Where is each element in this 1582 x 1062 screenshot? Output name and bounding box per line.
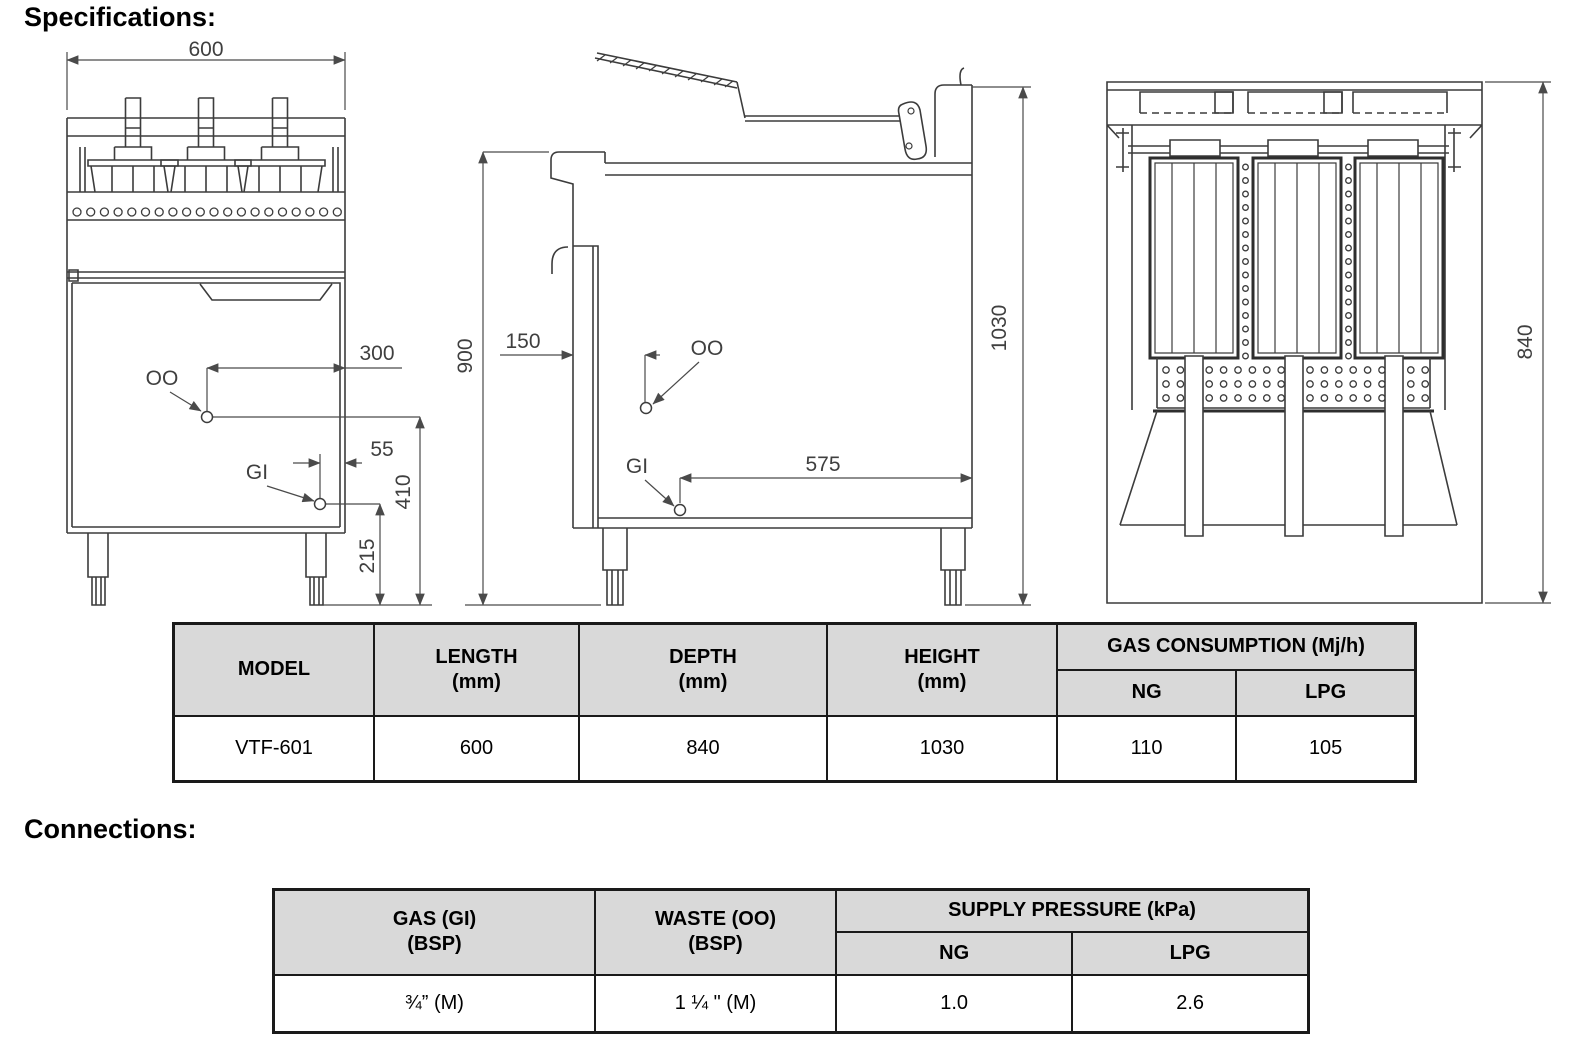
conn-header-gas: GAS (GI) (BSP) [272, 888, 596, 976]
front-waste-outlet-point [200, 410, 214, 424]
side-view-outline [550, 52, 973, 606]
side-gas-inlet-point [673, 503, 687, 517]
conn-header-ng: NG [834, 930, 1074, 976]
front-burner-holes [72, 207, 342, 217]
spec-header-height-unit: (mm) [917, 670, 967, 693]
top-view-drawing: 840 [1106, 81, 1551, 604]
top-view-dimension-lines [1485, 81, 1551, 604]
spec-header-gas-consumption: GAS CONSUMPTION (Mj/h) [1056, 622, 1417, 671]
spec-value-lpg: 105 [1235, 714, 1417, 783]
front-gi-height-dim: 215 [356, 538, 379, 573]
conn-value-gas: ¾” (M) [272, 973, 596, 1034]
front-view-drawing: 600 300 OO 55 GI 410 215 [66, 40, 432, 606]
conn-header-waste-label: WASTE (OO) [654, 908, 777, 931]
front-oo-height-dim: 410 [392, 474, 415, 509]
front-oo-label: OO [146, 367, 179, 390]
top-view-lower-structure [1119, 355, 1458, 537]
front-width-dim: 600 [188, 40, 223, 61]
top-perforation-holes [1162, 366, 1430, 402]
specifications-heading: Specifications: [24, 2, 217, 32]
side-worktop-height-dim: 900 [454, 338, 477, 373]
side-oo-label: OO [691, 337, 724, 360]
specifications-table: MODEL LENGTH (mm) DEPTH (mm) HEIGHT (mm)… [172, 622, 1417, 783]
conn-header-lpg: LPG [1071, 930, 1310, 976]
spec-header-ng: NG [1055, 668, 1238, 717]
spec-header-depth-unit: (mm) [678, 670, 728, 693]
connections-table: GAS (GI) (BSP) WASTE (OO) (BSP) SUPPLY P… [272, 888, 1310, 1034]
spec-header-lpg: LPG [1235, 668, 1417, 717]
spec-header-model: MODEL [172, 622, 375, 717]
side-overall-height-dim: 1030 [988, 305, 1011, 352]
conn-header-gas-label: GAS (GI) [392, 908, 477, 931]
spec-value-ng: 110 [1055, 714, 1238, 783]
spec-value-depth: 840 [578, 714, 828, 783]
conn-value-lpg: 2.6 [1071, 973, 1310, 1034]
top-view-outline [1106, 81, 1483, 604]
front-gi-offset-dim: 55 [370, 438, 393, 461]
spec-header-height-label: HEIGHT [904, 645, 980, 668]
front-oo-offset-dim: 300 [359, 342, 394, 365]
spec-value-length: 600 [373, 714, 580, 783]
spec-header-length-unit: (mm) [452, 670, 501, 693]
side-waste-outlet-point [639, 401, 653, 415]
conn-header-waste: WASTE (OO) (BSP) [594, 888, 837, 976]
connections-heading: Connections: [24, 814, 197, 844]
spec-table-row: VTF-601 600 840 1030 110 105 [172, 714, 1417, 783]
spec-header-depth: DEPTH (mm) [578, 622, 828, 717]
conn-value-waste: 1 ¼ " (M) [594, 973, 837, 1034]
conn-header-waste-unit: (BSP) [688, 933, 743, 956]
spec-header-depth-label: DEPTH [669, 645, 737, 668]
top-vat2-scallops-left [1242, 163, 1249, 360]
front-view-dimension-lines [66, 52, 432, 606]
side-view-dimension-lines [465, 86, 1031, 606]
top-vat2-scallops-right [1345, 163, 1352, 360]
front-gi-label: GI [246, 461, 268, 484]
spec-header-height: HEIGHT (mm) [826, 622, 1058, 717]
conn-header-supply-pressure: SUPPLY PRESSURE (kPa) [835, 888, 1310, 933]
top-depth-dim: 840 [1514, 324, 1537, 359]
spec-header-length-label: LENGTH [435, 645, 518, 668]
spec-header-model-label: MODEL [237, 658, 311, 681]
side-gi-depth-dim: 575 [805, 453, 840, 476]
conn-header-gas-unit: (BSP) [407, 933, 462, 956]
spec-value-height: 1030 [826, 714, 1058, 783]
conn-value-ng: 1.0 [834, 973, 1074, 1034]
front-view-outline [66, 97, 346, 606]
side-view-drawing: 900 150 OO GI 575 1030 [454, 52, 1031, 606]
spec-header-length: LENGTH (mm) [373, 622, 580, 717]
connections-table-row: ¾” (M) 1 ¼ " (M) 1.0 2.6 [272, 973, 1310, 1034]
side-gi-label: GI [626, 455, 648, 478]
side-oo-depth-dim: 150 [505, 330, 540, 353]
spec-value-model: VTF-601 [172, 714, 375, 783]
front-gas-inlet-point [313, 497, 327, 511]
